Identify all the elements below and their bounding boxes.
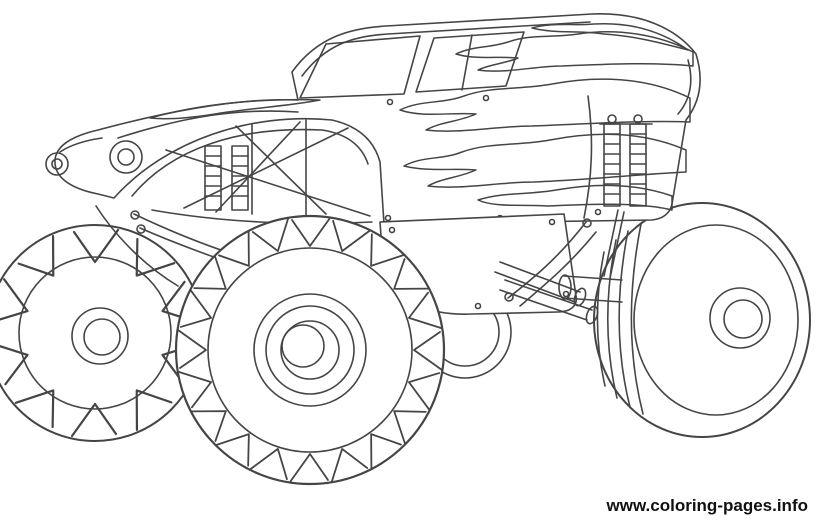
fender-arch [131, 128, 369, 197]
windshield [299, 35, 421, 99]
fog-light [45, 152, 69, 176]
rear-left-wheel [0, 224, 204, 442]
flame-decals [149, 22, 694, 211]
truck-body [45, 13, 701, 225]
left-coil-springs [204, 145, 249, 211]
headlight [109, 140, 143, 174]
rear-right-wheel [593, 202, 811, 438]
right-axle [504, 209, 625, 307]
front-truss [151, 119, 373, 225]
tire-tread-bars [596, 223, 644, 415]
front-wheel [174, 214, 446, 486]
watermark-text: www.coloring-pages.info [606, 496, 809, 515]
side-window [415, 31, 525, 93]
right-coil-springs [599, 114, 653, 207]
